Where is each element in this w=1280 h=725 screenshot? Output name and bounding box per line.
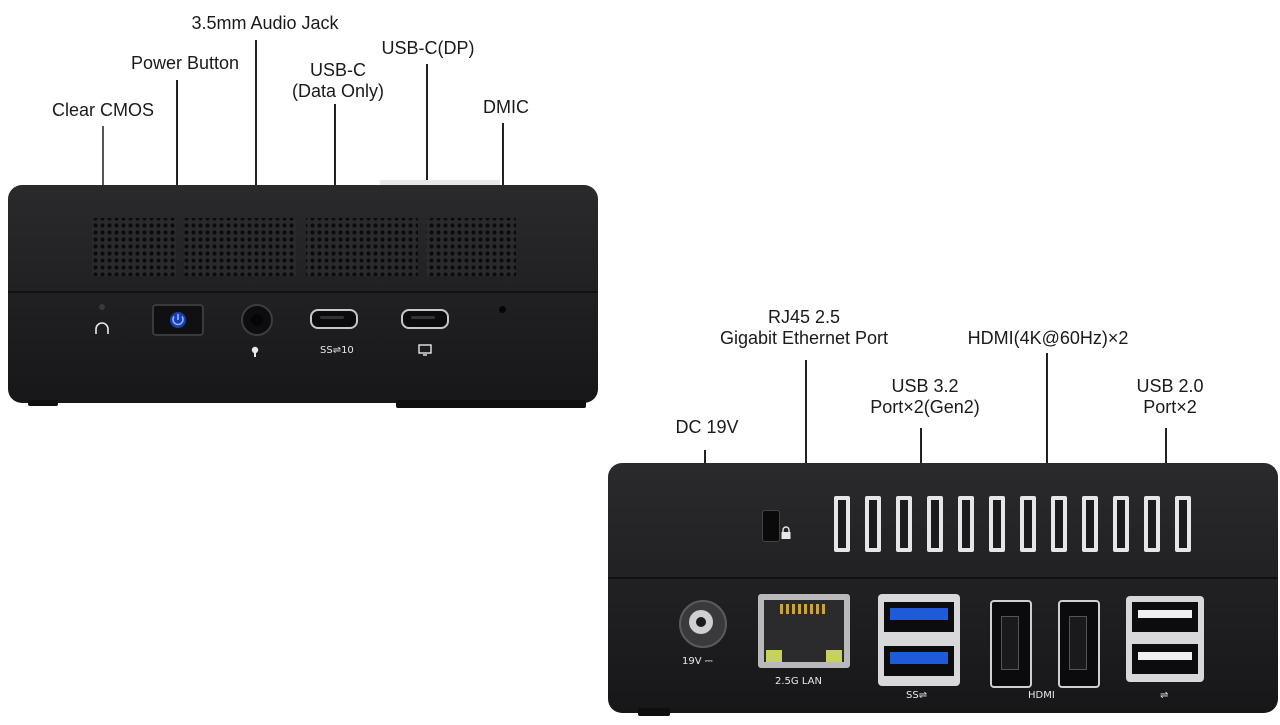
- label-hdmi: HDMI(4K@60Hz)×2: [967, 328, 1129, 348]
- label-usb20: USB 2.0 Port×2: [1120, 376, 1220, 418]
- usbc-data-port[interactable]: [310, 309, 358, 329]
- lan-port[interactable]: [758, 594, 850, 668]
- dc-jack[interactable]: [679, 600, 727, 648]
- label-usb20-line1: USB 2.0: [1136, 376, 1204, 396]
- label-clear-cmos: Clear CMOS: [51, 100, 154, 120]
- lan-marking: 2.5G LAN: [775, 676, 822, 687]
- clear-cmos-hole[interactable]: [99, 304, 105, 310]
- usb20-port-top[interactable]: [1132, 602, 1198, 632]
- label-usb32-line1: USB 3.2: [891, 376, 959, 396]
- usb32-port-bottom[interactable]: [884, 646, 954, 676]
- power-icon: [170, 312, 186, 328]
- microphone-headset-icon: [249, 344, 261, 357]
- label-usb20-line2: Port×2: [1143, 397, 1197, 417]
- label-dmic: DMIC: [483, 97, 529, 117]
- label-usbc-data: USB-C (Data Only): [282, 60, 394, 102]
- hdmi-marking: HDMI: [1028, 690, 1055, 701]
- label-usb32-line2: Port×2(Gen2): [870, 397, 980, 417]
- usb20-port-bottom[interactable]: [1132, 644, 1198, 674]
- label-power-button: Power Button: [130, 53, 240, 73]
- label-rj45-line1: RJ45 2.5: [767, 307, 841, 327]
- label-audio-jack: 3.5mm Audio Jack: [191, 13, 339, 33]
- leader-audio-jack: [255, 40, 257, 305]
- hdmi-port-1[interactable]: [990, 600, 1032, 688]
- usbc-dp-port[interactable]: [401, 309, 449, 329]
- dmic-hole: [499, 306, 506, 313]
- usb32-marking: SS⇌: [906, 690, 928, 701]
- front-chassis-illustration: [8, 180, 598, 408]
- leader-hdmi: [1046, 353, 1048, 493]
- label-rj45-line2: Gigabit Ethernet Port: [719, 328, 889, 348]
- label-dc: DC 19V: [675, 417, 739, 437]
- dc-marking: 19V ⎓: [682, 656, 713, 667]
- usb20-marking: ⇌: [1160, 690, 1169, 701]
- usb20-port-stack[interactable]: [1126, 596, 1204, 682]
- audio-jack[interactable]: [241, 304, 273, 336]
- lock-icon: [780, 526, 792, 540]
- label-usb32: USB 3.2 Port×2(Gen2): [855, 376, 995, 418]
- front-view-device: SS⇌10: [8, 180, 598, 410]
- label-usbc-data-line1: USB-C: [309, 60, 366, 80]
- hdmi-port-2[interactable]: [1058, 600, 1100, 688]
- usb32-port-top[interactable]: [884, 602, 954, 632]
- usbc-data-marking: SS⇌10: [320, 345, 354, 356]
- label-rj45: RJ45 2.5 Gigabit Ethernet Port: [690, 307, 918, 349]
- power-button[interactable]: [152, 304, 204, 336]
- kensington-lock-slot: [762, 510, 780, 542]
- headset-icon: [94, 320, 110, 336]
- display-icon: [418, 343, 432, 356]
- label-usbc-data-line2: (Data Only): [291, 81, 385, 101]
- label-usbc-dp: USB-C(DP): [381, 38, 475, 58]
- back-view-device: 19V ⎓ 2.5G LAN SS⇌ HDMI ⇌: [608, 460, 1278, 720]
- usb32-port-stack[interactable]: [878, 594, 960, 686]
